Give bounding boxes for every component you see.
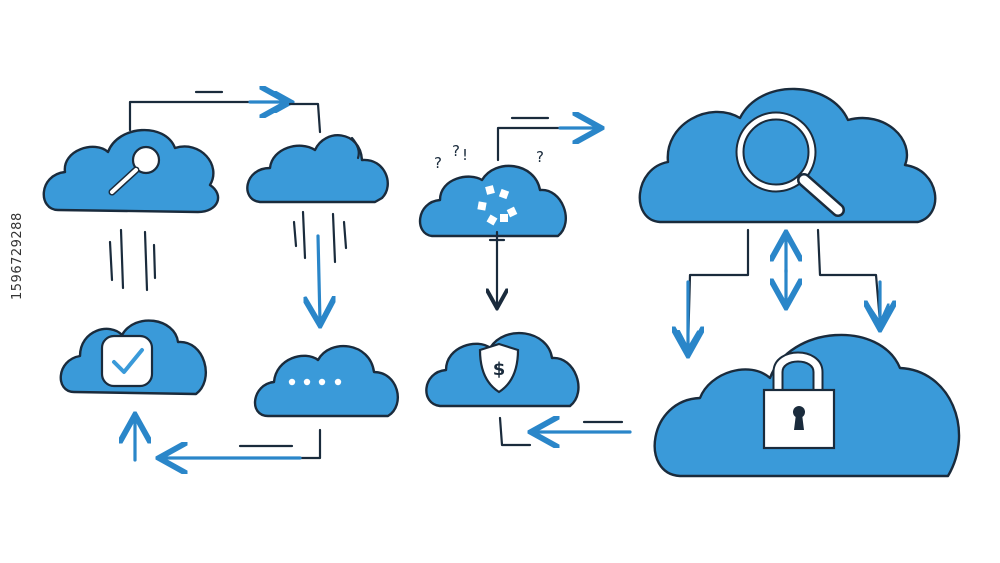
arrow-middle-top xyxy=(496,118,600,162)
locked-cloud xyxy=(653,333,961,478)
checkmark-icon xyxy=(100,334,154,388)
right-arrows xyxy=(688,228,880,352)
rain-cloud xyxy=(246,134,389,204)
rain-lines xyxy=(292,210,348,264)
arrow-middle-down xyxy=(490,230,504,306)
large-search-cloud xyxy=(638,87,937,224)
search-cloud xyxy=(42,128,220,214)
dots-icon xyxy=(288,378,342,386)
svg-text:?: ? xyxy=(434,154,442,172)
arrow-bottom-left xyxy=(160,428,322,458)
magnifier-large-icon xyxy=(735,111,845,217)
shield-dollar-icon: $ xyxy=(478,342,520,394)
question-marks: ? ? ! ? xyxy=(434,142,544,172)
svg-text:?: ? xyxy=(536,148,544,166)
stock-id-label: 1596729288 xyxy=(10,212,25,300)
svg-text:!: ! xyxy=(462,146,468,164)
puzzle-pieces-icon xyxy=(477,185,518,226)
padlock-icon xyxy=(762,351,836,450)
question-cloud: ? ? ! ? xyxy=(418,142,567,238)
magnifier-icon xyxy=(108,145,161,196)
svg-text:$: $ xyxy=(493,359,506,380)
pending-cloud xyxy=(253,344,399,418)
verified-cloud xyxy=(59,319,207,396)
arrow-top-right xyxy=(128,92,322,134)
stream-lines-left xyxy=(108,228,157,292)
svg-text:?: ? xyxy=(452,142,460,160)
arrow-down-right xyxy=(318,234,320,322)
arrow-into-shield xyxy=(498,418,632,445)
shield-cloud: $ xyxy=(425,331,580,408)
